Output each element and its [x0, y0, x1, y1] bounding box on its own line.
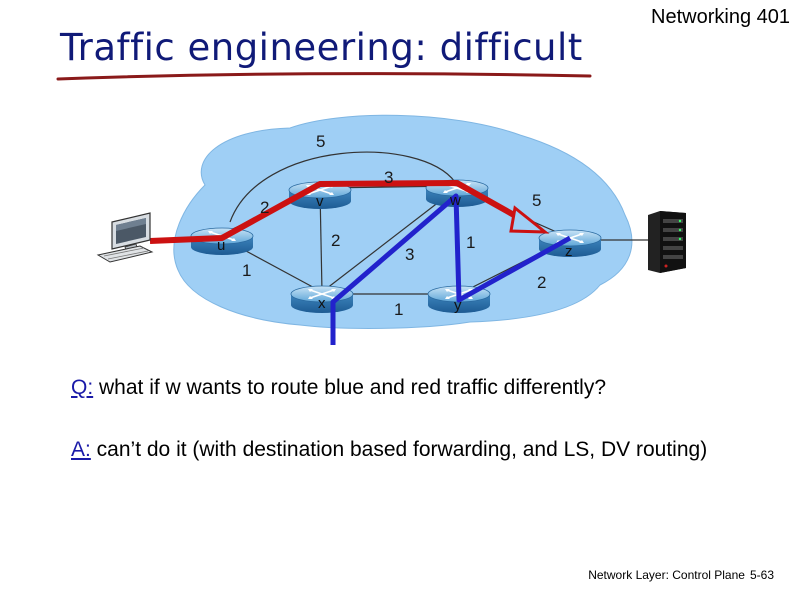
- router-label-x: x: [318, 295, 326, 312]
- cost-u-x: 1: [242, 261, 251, 280]
- router-label-w: w: [449, 192, 461, 209]
- cost-x-y: 1: [394, 300, 403, 319]
- slide-footer: Network Layer: Control Plane 5-63: [588, 568, 774, 582]
- cost-v-x: 2: [331, 231, 340, 250]
- router-label-u: u: [217, 237, 225, 254]
- cost-v-w: 3: [384, 168, 393, 187]
- server-icon: [648, 211, 686, 273]
- red-arrowhead: [509, 205, 550, 234]
- slide-title: Traffic engineering: difficult: [60, 26, 583, 69]
- cost-y-z: 2: [537, 273, 546, 292]
- cost-w-x: 3: [405, 245, 414, 264]
- footer-chapter: Network Layer: Control Plane: [588, 568, 745, 582]
- cost-u-v: 2: [260, 198, 269, 217]
- red-traffic-path: [149, 180, 532, 244]
- network-cloud: [173, 114, 633, 329]
- router-label-v: v: [316, 193, 324, 210]
- question-text: Q: what if w wants to route blue and red…: [71, 374, 771, 402]
- cost-v-y: 5: [316, 132, 325, 151]
- cost-w-z: 5: [532, 191, 541, 210]
- page-number: 5-63: [749, 568, 774, 582]
- question-body: what if w wants to route blue and red tr…: [93, 376, 607, 399]
- answer-text: A: can’t do it (with destination based f…: [71, 436, 771, 464]
- link-v-y: [229, 151, 456, 223]
- blue-traffic-path: [330, 193, 572, 345]
- answer-tag: A:: [71, 438, 91, 461]
- host-computer-icon: [96, 212, 154, 263]
- answer-body: can’t do it (with destination based forw…: [90, 438, 708, 461]
- router-label-z: z: [565, 243, 573, 260]
- cost-w-y: 1: [466, 233, 475, 252]
- question-tag: Q:: [71, 376, 94, 399]
- router-label-y: y: [454, 297, 462, 314]
- link-x-w: [321, 187, 458, 293]
- course-name: Networking 401: [651, 6, 790, 28]
